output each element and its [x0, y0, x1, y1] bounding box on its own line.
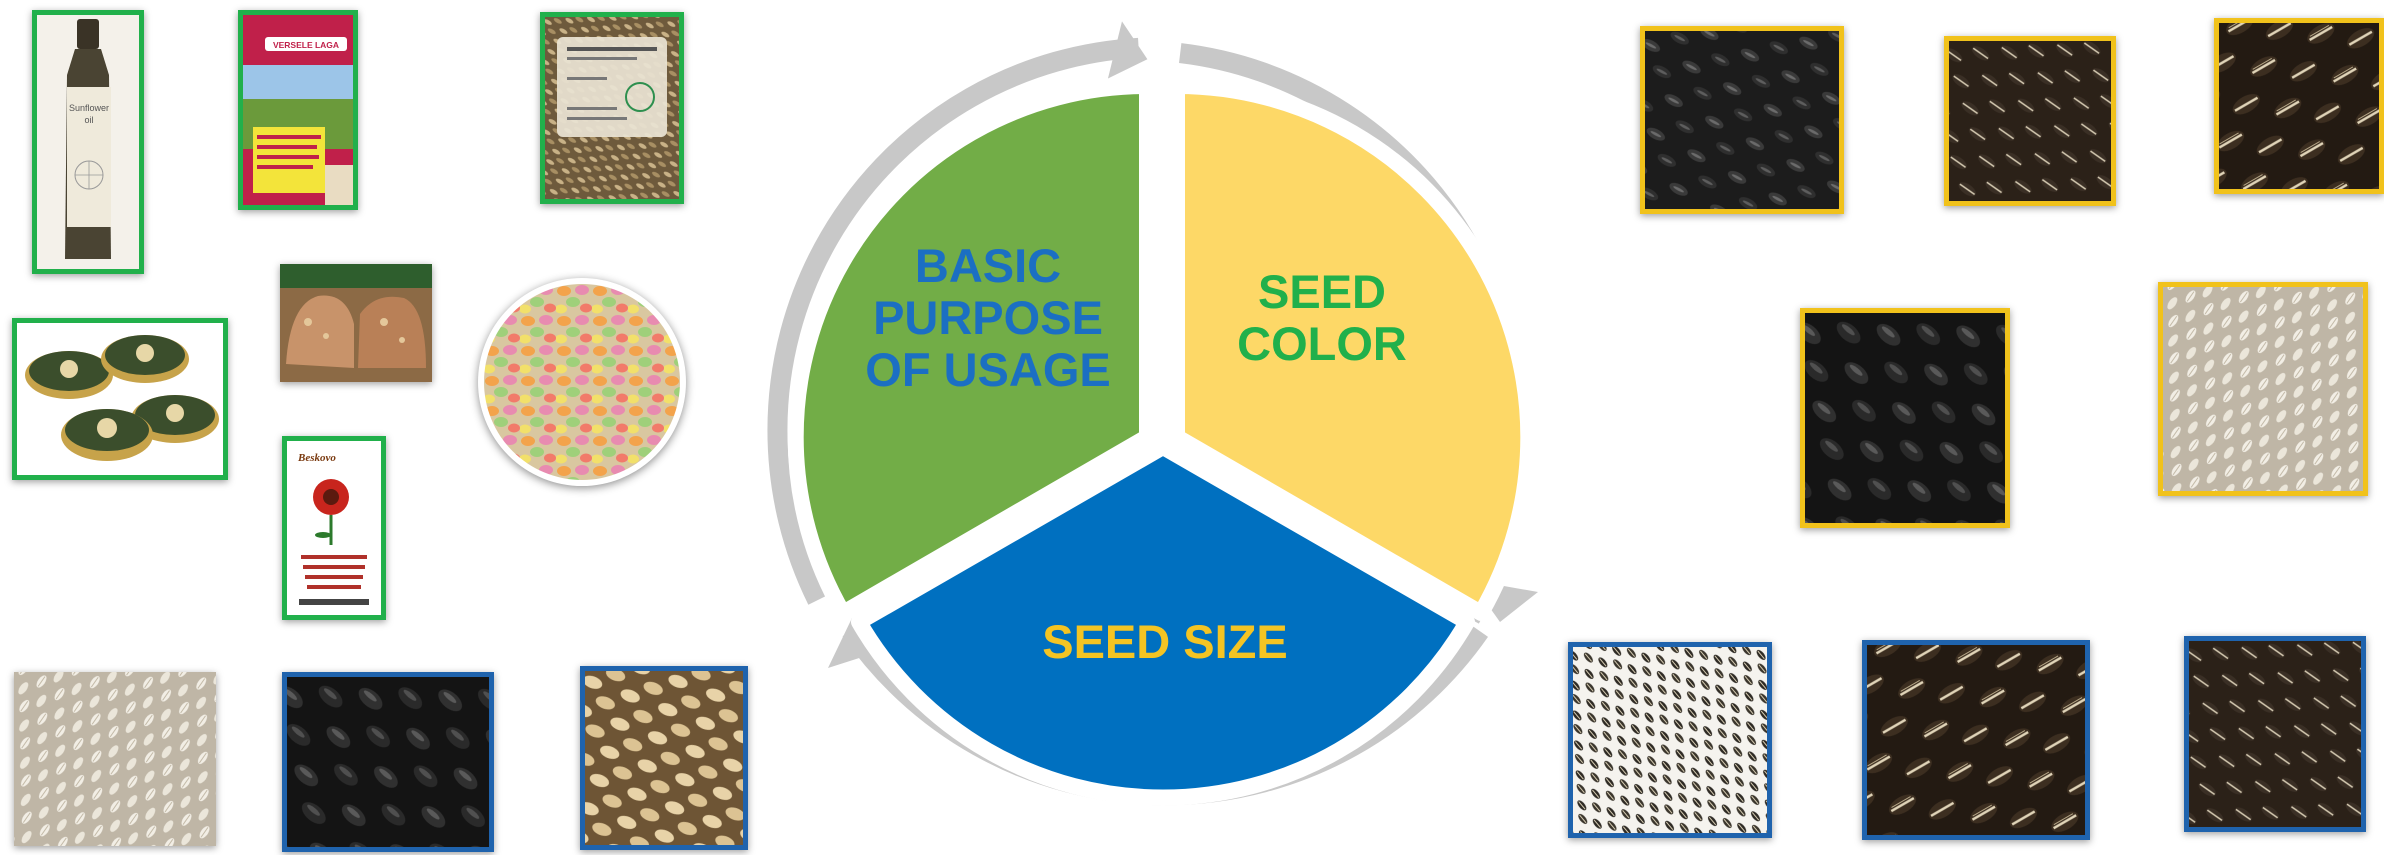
size-label: SEED SIZE	[1042, 615, 1288, 668]
segment-basic-purpose	[787, 78, 1155, 621]
black-seeds-pile-image	[282, 672, 494, 852]
small-striped-seeds-image	[1568, 642, 1772, 838]
large-striped-seeds-image	[1862, 640, 2090, 840]
hulled-kernels-image	[14, 672, 216, 846]
purpose-label-line-1: BASIC	[915, 239, 1061, 292]
bird-feed-package-image: VERSELE LAGA	[238, 10, 358, 210]
segment-seed-color	[1169, 78, 1537, 621]
purpose-label-line-3: OF USAGE	[865, 343, 1110, 396]
box-brand-text: Beskovo	[297, 452, 336, 464]
seed-box-package-image: Beskovo	[282, 436, 386, 620]
arrow-head-top	[1107, 21, 1148, 79]
striped-seeds-image-1	[1944, 36, 2116, 206]
feed-brand-text: VERSELE LAGA	[273, 40, 339, 50]
oil-label-line-2: oil	[84, 115, 93, 125]
candy-coated-seeds-image	[478, 278, 686, 486]
white-seeds-image	[2158, 282, 2368, 496]
color-label-line-1: SEED	[1258, 265, 1386, 318]
oil-label-line-1: Sunflower	[69, 103, 109, 113]
color-label-line-2: COLOR	[1237, 317, 1407, 370]
black-seeds-image-1	[1640, 26, 1844, 214]
cycle-diagram: BASIC PURPOSE OF USAGE SEED COLOR SEED S…	[767, 21, 1538, 806]
medium-striped-seeds-image	[2184, 636, 2366, 832]
striped-seeds-image-2	[2214, 18, 2384, 194]
pate-tins-image	[12, 318, 228, 480]
white-seeds-pile-image	[580, 666, 748, 850]
segment-seed-size	[851, 439, 1475, 806]
purpose-label-line-2: PURPOSE	[873, 291, 1103, 344]
oil-bottle-image: Sunflower oil	[32, 10, 144, 274]
seed-bread-image	[280, 264, 432, 382]
seed-bag-image	[540, 12, 684, 204]
black-seeds-image-2	[1800, 308, 2010, 528]
arrow-head-left	[828, 618, 878, 668]
